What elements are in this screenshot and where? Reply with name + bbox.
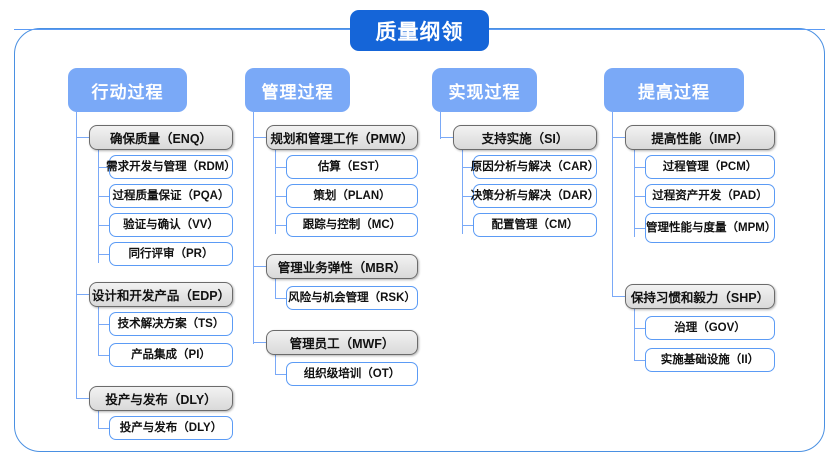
subtrunk-manage-g3 xyxy=(275,355,277,375)
category-box[interactable]: 投产与发布（DLY） xyxy=(89,386,233,411)
subtrunk-manage-g1 xyxy=(275,150,277,234)
leaf-branch xyxy=(462,225,474,227)
subtrunk-action-g1 xyxy=(98,150,100,263)
branch-action-g2 xyxy=(76,294,90,296)
branch-action-g3 xyxy=(76,398,90,400)
leaf-branch xyxy=(634,360,646,362)
leaf-box[interactable]: 配置管理（CM） xyxy=(473,213,597,237)
trunk-improve xyxy=(612,112,614,297)
leaf-branch xyxy=(98,254,110,256)
column-header-manage[interactable]: 管理过程 xyxy=(245,68,350,112)
leaf-box[interactable]: 管理性能与度量（MPM） xyxy=(645,213,776,243)
branch-action-g1 xyxy=(76,137,90,139)
leaf-box[interactable]: 产品集成（PI） xyxy=(109,343,233,367)
leaf-box[interactable]: 估算（EST） xyxy=(286,155,418,179)
leaf-box[interactable]: 投产与发布（DLY） xyxy=(109,416,233,440)
category-box[interactable]: 管理业务弹性（MBR） xyxy=(266,254,418,279)
branch-manage-g3 xyxy=(253,342,267,344)
root-connector-right xyxy=(489,29,825,31)
subtrunk-realize-g1 xyxy=(462,150,464,234)
leaf-box[interactable]: 组织级培训（OT） xyxy=(286,362,418,386)
leaf-box[interactable]: 风险与机会管理（RSK） xyxy=(286,286,418,310)
leaf-branch xyxy=(275,167,287,169)
branch-manage-g1 xyxy=(253,137,267,139)
subtrunk-action-g3 xyxy=(98,411,100,429)
column-header-improve[interactable]: 提高过程 xyxy=(604,68,744,112)
trunk-action xyxy=(76,112,78,399)
leaf-branch xyxy=(275,298,287,300)
category-box[interactable]: 支持实施（SI） xyxy=(453,125,597,150)
subtrunk-improve-g2 xyxy=(634,309,636,361)
category-box[interactable]: 规划和管理工作（PMW） xyxy=(266,125,418,150)
leaf-box[interactable]: 原因分析与解决（CAR） xyxy=(471,155,599,179)
leaf-branch xyxy=(275,225,287,227)
leaf-branch xyxy=(634,328,646,330)
branch-improve-g1 xyxy=(612,137,626,139)
leaf-box[interactable]: 技术解决方案（TS） xyxy=(109,312,233,336)
leaf-box[interactable]: 实施基础设施（II） xyxy=(645,348,775,372)
leaf-box[interactable]: 过程管理（PCM） xyxy=(645,155,775,179)
leaf-branch xyxy=(634,196,646,198)
leaf-box[interactable]: 验证与确认（VV） xyxy=(109,213,233,237)
category-box[interactable]: 提高性能（IMP） xyxy=(625,125,775,150)
category-box[interactable]: 管理员工（MWF） xyxy=(266,330,418,355)
leaf-box[interactable]: 需求开发与管理（RDM） xyxy=(106,155,236,179)
column-header-realize[interactable]: 实现过程 xyxy=(432,68,537,112)
leaf-branch xyxy=(275,374,287,376)
leaf-branch xyxy=(98,355,110,357)
leaf-branch xyxy=(98,428,110,430)
leaf-box[interactable]: 同行评审（PR） xyxy=(109,242,233,266)
subtrunk-improve-g1 xyxy=(634,150,636,237)
category-box[interactable]: 保持习惯和毅力（SHP） xyxy=(625,284,775,309)
leaf-box[interactable]: 策划（PLAN） xyxy=(286,184,418,208)
trunk-manage xyxy=(253,112,255,344)
category-box[interactable]: 确保质量（ENQ） xyxy=(89,125,233,150)
branch-manage-g2 xyxy=(253,266,267,268)
subtrunk-manage-g2 xyxy=(275,279,277,299)
branch-improve-g2 xyxy=(612,296,626,298)
leaf-box[interactable]: 过程资产开发（PAD） xyxy=(645,184,775,208)
leaf-box[interactable]: 跟踪与控制（MC） xyxy=(286,213,418,237)
leaf-branch xyxy=(98,167,110,169)
leaf-box[interactable]: 过程质量保证（PQA） xyxy=(109,184,233,208)
leaf-branch xyxy=(275,196,287,198)
category-box[interactable]: 设计和开发产品（EDP） xyxy=(89,282,233,307)
leaf-box[interactable]: 决策分析与解决（DAR） xyxy=(471,184,599,208)
column-header-action[interactable]: 行动过程 xyxy=(68,68,187,112)
root-title: 质量纲领 xyxy=(350,10,489,51)
leaf-branch xyxy=(98,324,110,326)
leaf-branch xyxy=(462,196,474,198)
branch-realize-g1 xyxy=(440,137,454,139)
leaf-branch xyxy=(462,167,474,169)
leaf-branch xyxy=(634,167,646,169)
root-connector-left xyxy=(14,29,350,31)
leaf-branch xyxy=(634,228,646,230)
trunk-realize xyxy=(440,112,442,139)
leaf-branch xyxy=(98,196,110,198)
leaf-branch xyxy=(98,225,110,227)
subtrunk-action-g2 xyxy=(98,307,100,356)
leaf-box[interactable]: 治理（GOV） xyxy=(645,316,775,340)
